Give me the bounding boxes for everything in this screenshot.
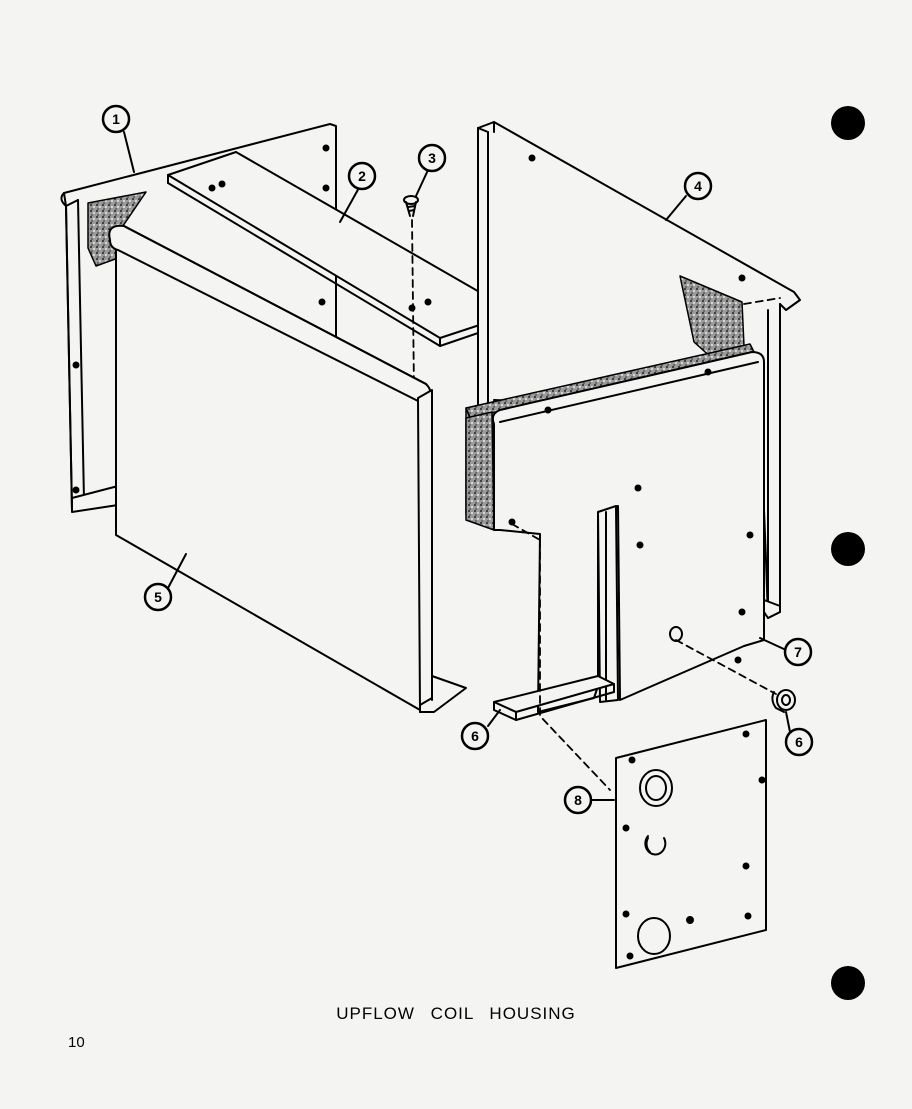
callout-6-rail-label: 6 (471, 728, 479, 744)
callout-3: 3 (417, 143, 447, 173)
part-6-grommet (771, 689, 796, 713)
callout-4-label: 4 (694, 178, 702, 194)
part-8-access-plate (615, 719, 767, 969)
callout-6-rail: 6 (460, 721, 490, 751)
callout-1-label: 1 (112, 111, 120, 127)
callout-6-grommet-label: 6 (795, 734, 803, 750)
diagram-caption: UPFLOW COIL HOUSING (336, 1004, 576, 1023)
callout-5: 5 (143, 582, 173, 612)
callout-5-label: 5 (154, 589, 162, 605)
binder-hole-top (831, 106, 865, 140)
callout-6-grommet: 6 (784, 727, 814, 757)
callout-7-label: 7 (794, 644, 802, 660)
callout-2: 2 (347, 161, 377, 191)
callout-1: 1 (101, 104, 131, 134)
part-7-baffle (465, 343, 765, 713)
part-3-screw (403, 195, 419, 391)
binder-hole-bottom (831, 966, 865, 1000)
page-number: 10 (68, 1034, 85, 1051)
binder-hole-middle (831, 532, 865, 566)
callout-8-label: 8 (574, 792, 582, 808)
callout-8: 8 (563, 785, 593, 815)
callout-2-label: 2 (358, 168, 366, 184)
part-5-front-panel (108, 224, 467, 713)
callout-4: 4 (683, 171, 713, 201)
callout-7: 7 (783, 637, 813, 667)
part-6-bottom-rail (493, 675, 615, 721)
callout-3-label: 3 (428, 150, 436, 166)
